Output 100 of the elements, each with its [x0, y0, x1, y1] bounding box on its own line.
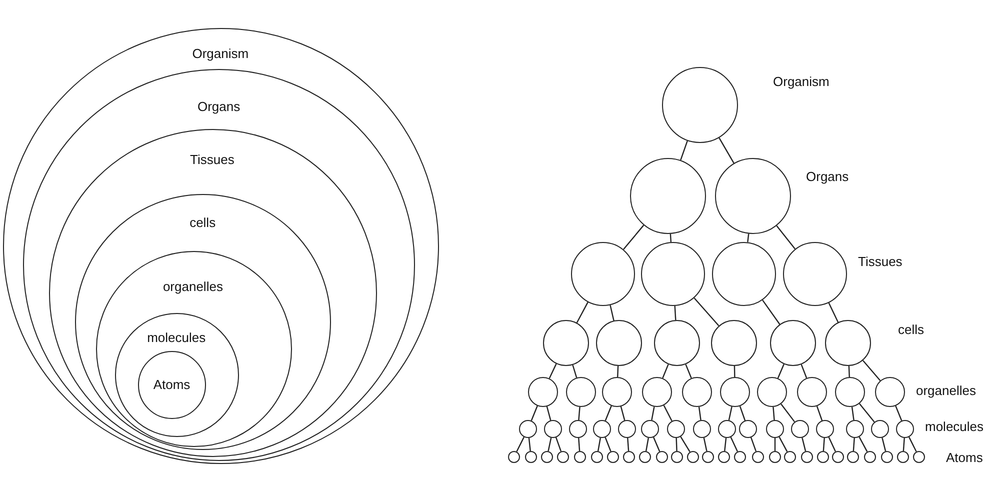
tree-node-circle: [639, 451, 651, 463]
connector-line: [730, 436, 738, 452]
level-label: Tissues: [858, 254, 902, 270]
connector-line: [828, 436, 836, 452]
connector-line: [620, 406, 626, 420]
level-circle: [48, 128, 377, 457]
tree-node-circle: [557, 451, 569, 463]
connector-line: [852, 438, 855, 452]
level-label: Organs: [806, 169, 849, 185]
tree-node-circle: [875, 377, 905, 407]
connector-line: [546, 406, 552, 420]
level-label: Tissues: [190, 152, 234, 168]
tree-node-circle: [715, 158, 791, 234]
tree-node-circle: [752, 451, 764, 463]
level-label: Organs: [197, 98, 240, 115]
connector-line: [777, 364, 784, 378]
connector-line: [724, 438, 727, 452]
tree-node-circle: [739, 420, 757, 438]
tree-node-circle: [825, 320, 871, 366]
tree-node-circle: [528, 377, 558, 407]
connector-line: [627, 438, 630, 452]
connector-line: [895, 406, 902, 421]
tree-node-circle: [718, 451, 730, 463]
tree-node-circle: [766, 420, 784, 438]
tree-node-circle: [718, 420, 736, 438]
level-label: Organism: [192, 46, 249, 62]
tree-node-circle: [593, 420, 611, 438]
connector-line: [516, 436, 525, 452]
tree-node-circle: [864, 451, 876, 463]
tree-node-circle: [783, 242, 847, 306]
tree-node-circle: [896, 420, 914, 438]
tree-node-circle: [693, 420, 711, 438]
connector-line: [651, 406, 655, 420]
tree-node-circle: [734, 451, 746, 463]
connector-line: [685, 364, 692, 378]
tree-node-circle: [591, 451, 603, 463]
tree-node-circle: [832, 451, 844, 463]
tree-node-circle: [602, 377, 632, 407]
tree-node-circle: [757, 377, 787, 407]
level-label: molecules: [147, 330, 206, 346]
tree-node-circle: [508, 451, 520, 463]
connector-line: [617, 366, 619, 378]
connector-line: [828, 302, 839, 322]
level-label: cells: [190, 214, 216, 231]
connector-line: [698, 406, 702, 420]
tree-node-circle: [769, 451, 781, 463]
connector-line: [548, 438, 552, 452]
tree-node-circle: [544, 420, 562, 438]
connector-line: [680, 436, 690, 452]
connector-line: [680, 140, 688, 160]
tree-node-circle: [623, 451, 635, 463]
tree-node-circle: [687, 451, 699, 463]
connector-line: [645, 438, 650, 452]
connector-line: [734, 366, 736, 378]
tree-node-circle: [784, 451, 796, 463]
tree-node-circle: [881, 451, 893, 463]
tree-node-circle: [566, 377, 596, 407]
connector-line: [778, 436, 788, 452]
tree-node-circle: [702, 451, 714, 463]
connector-line: [663, 405, 672, 422]
connector-line: [604, 437, 612, 452]
tree-node-circle: [682, 377, 712, 407]
connector-line: [858, 436, 868, 452]
connector-line: [739, 406, 746, 421]
level-circle: [75, 194, 332, 450]
connector-line: [858, 403, 875, 422]
level-circle: [138, 351, 206, 420]
connector-line: [774, 438, 776, 451]
level-circle: [96, 250, 292, 447]
tree-node-circle: [571, 242, 635, 306]
level-label: Atoms: [946, 450, 983, 466]
tree-node-circle: [897, 451, 909, 463]
tree-node-circle: [711, 320, 757, 366]
connector-line: [653, 437, 660, 452]
level-label: cells: [898, 322, 924, 338]
tree-node-circle: [667, 420, 685, 438]
tree-node-circle: [720, 377, 750, 407]
tree-node-circle: [641, 242, 705, 306]
tree-node-circle: [543, 320, 589, 366]
tree-node-circle: [835, 377, 865, 407]
tree-node-circle: [712, 242, 776, 306]
connector-line: [623, 224, 644, 250]
connector-line: [597, 438, 602, 452]
tree-node-circle: [770, 320, 816, 366]
tree-node-circle: [847, 451, 859, 463]
connector-line: [908, 436, 917, 452]
level-label: Organism: [773, 74, 830, 90]
connector-line: [548, 364, 557, 379]
level-circle: [114, 312, 239, 437]
connector-line: [578, 438, 580, 452]
level-label: organelles: [916, 383, 976, 399]
tree-node-circle: [801, 451, 813, 463]
connector-line: [572, 364, 578, 378]
tree-node-circle: [569, 420, 587, 438]
tree-node-circle: [817, 451, 829, 463]
level-circle: [3, 28, 439, 464]
level-label: organelles: [162, 278, 223, 295]
tree-node-circle: [816, 420, 834, 438]
tree-node-circle: [519, 420, 537, 438]
connector-line: [800, 364, 808, 378]
